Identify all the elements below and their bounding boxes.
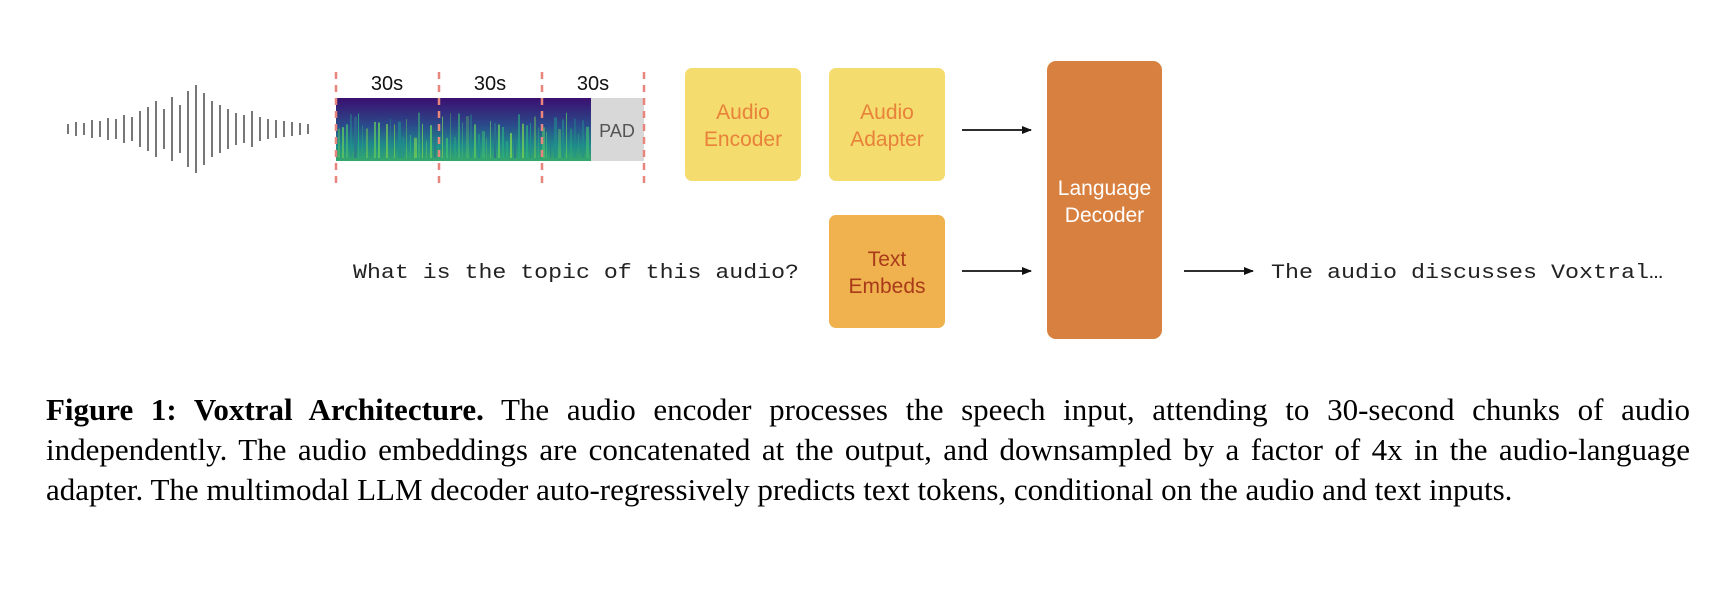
spectrogram-streak [394,124,395,158]
spectrogram-streak [346,124,348,158]
caption-title: Figure 1: Voxtral Architecture. [46,392,484,427]
spectrogram-streak [442,116,443,158]
audio-waveform-icon [67,85,309,173]
spectrogram-streak [438,135,439,158]
spectrogram-streak [382,138,383,158]
spectrogram-streak [462,122,463,158]
text-embeds-label-line2: Embeds [848,275,925,298]
spectrogram-streak [486,138,487,158]
language-decoder-label-line2: Decoder [1065,204,1144,227]
spectrogram-streak [538,127,539,158]
spectrogram-streak [398,121,401,158]
spectrogram-streak [406,119,407,158]
spectrogram-streak [574,118,576,158]
spectrogram-streak [458,113,460,158]
spectrogram-streak [342,127,344,158]
spectrogram: PAD [336,98,644,161]
spectrogram-streak [386,124,388,158]
text-embeds-block: Text Embeds [829,215,945,328]
spectrogram-streak [586,126,589,158]
audio-adapter-block: Audio Adapter [829,68,945,181]
audio-adapter-label-line2: Adapter [850,128,924,151]
spectrogram-streak [366,128,368,158]
spectrogram-streak [498,124,500,158]
spectrogram-streak [546,131,547,158]
caption-body: The audio encoder processes the speech i… [46,392,1690,507]
spectrogram-streak [474,124,476,158]
audio-encoder-label-line2: Encoder [704,128,782,151]
spectrogram-streak [558,129,561,158]
spectrogram-streak [542,127,545,158]
spectrogram-streak [530,123,531,158]
spectrogram-streak [446,138,448,158]
spectrogram-streak [354,116,357,158]
spectrogram-streak [502,127,504,158]
spectrogram-streak [430,125,432,158]
spectrogram-streak [566,112,567,158]
spectrogram-streak [358,113,359,158]
spectrogram-streak [350,114,352,158]
pad-block [591,98,644,161]
spectrogram-streak [466,116,469,158]
spectrogram-streak [482,131,485,158]
spectrogram-streak [410,135,411,158]
spectrogram-streak [522,123,524,158]
pad-label: PAD [599,121,635,141]
spectrogram-streak [514,141,516,158]
spectrogram-streak [402,137,404,158]
output-text: The audio discusses Voxtral… [1271,262,1663,285]
spectrogram-streak [510,133,512,158]
spectrogram-streak [378,122,380,158]
spectrogram-streak [494,123,496,158]
spectrogram-streak [490,121,491,158]
spectrogram-texture [338,112,589,158]
architecture-diagram: PAD 30s 30s 30s Audio Encoder Audio Adap… [67,61,1663,339]
chunk-label-2: 30s [474,73,506,95]
spectrogram-streak [374,121,376,158]
spectrogram-streak [554,117,557,158]
chunk-label-1: 30s [371,73,403,95]
chunk-label-3: 30s [577,73,609,95]
spectrogram-streak [562,119,564,158]
spectrogram-streak [570,128,572,158]
spectrogram-streak [414,137,417,158]
spectrogram-streak [582,120,584,158]
spectrogram-streak [534,116,536,158]
spectrogram-streak [578,133,579,158]
spectrogram-streak [506,141,508,158]
spectrogram-streak [450,113,451,158]
spectrogram-streak [478,134,480,158]
spectrogram-streak [370,141,371,158]
figure-caption: Figure 1: Voxtral Architecture. The audi… [46,390,1690,510]
spectrogram-streak [422,123,423,158]
audio-encoder-label-line1: Audio [716,101,770,124]
input-prompt-text: What is the topic of this audio? [353,262,799,285]
spectrogram-streak [390,118,391,158]
text-embeds-label-line1: Text [868,248,907,271]
spectrogram-streak [418,112,420,158]
spectrogram-streak [434,138,436,158]
spectrogram-streak [518,114,520,158]
language-decoder-label-line1: Language [1058,177,1151,200]
language-decoder-block: Language Decoder [1047,61,1162,339]
spectrogram-streak [362,125,363,158]
spectrogram-streak [338,128,340,158]
spectrogram-streak [550,139,551,158]
chunk-dividers [334,72,646,188]
spectrogram-streak [470,114,472,158]
spectrogram-streak [454,136,456,158]
audio-encoder-block: Audio Encoder [685,68,801,181]
spectrogram-streak [426,140,427,158]
audio-adapter-label-line1: Audio [860,101,914,124]
spectrogram-streak [526,125,528,158]
